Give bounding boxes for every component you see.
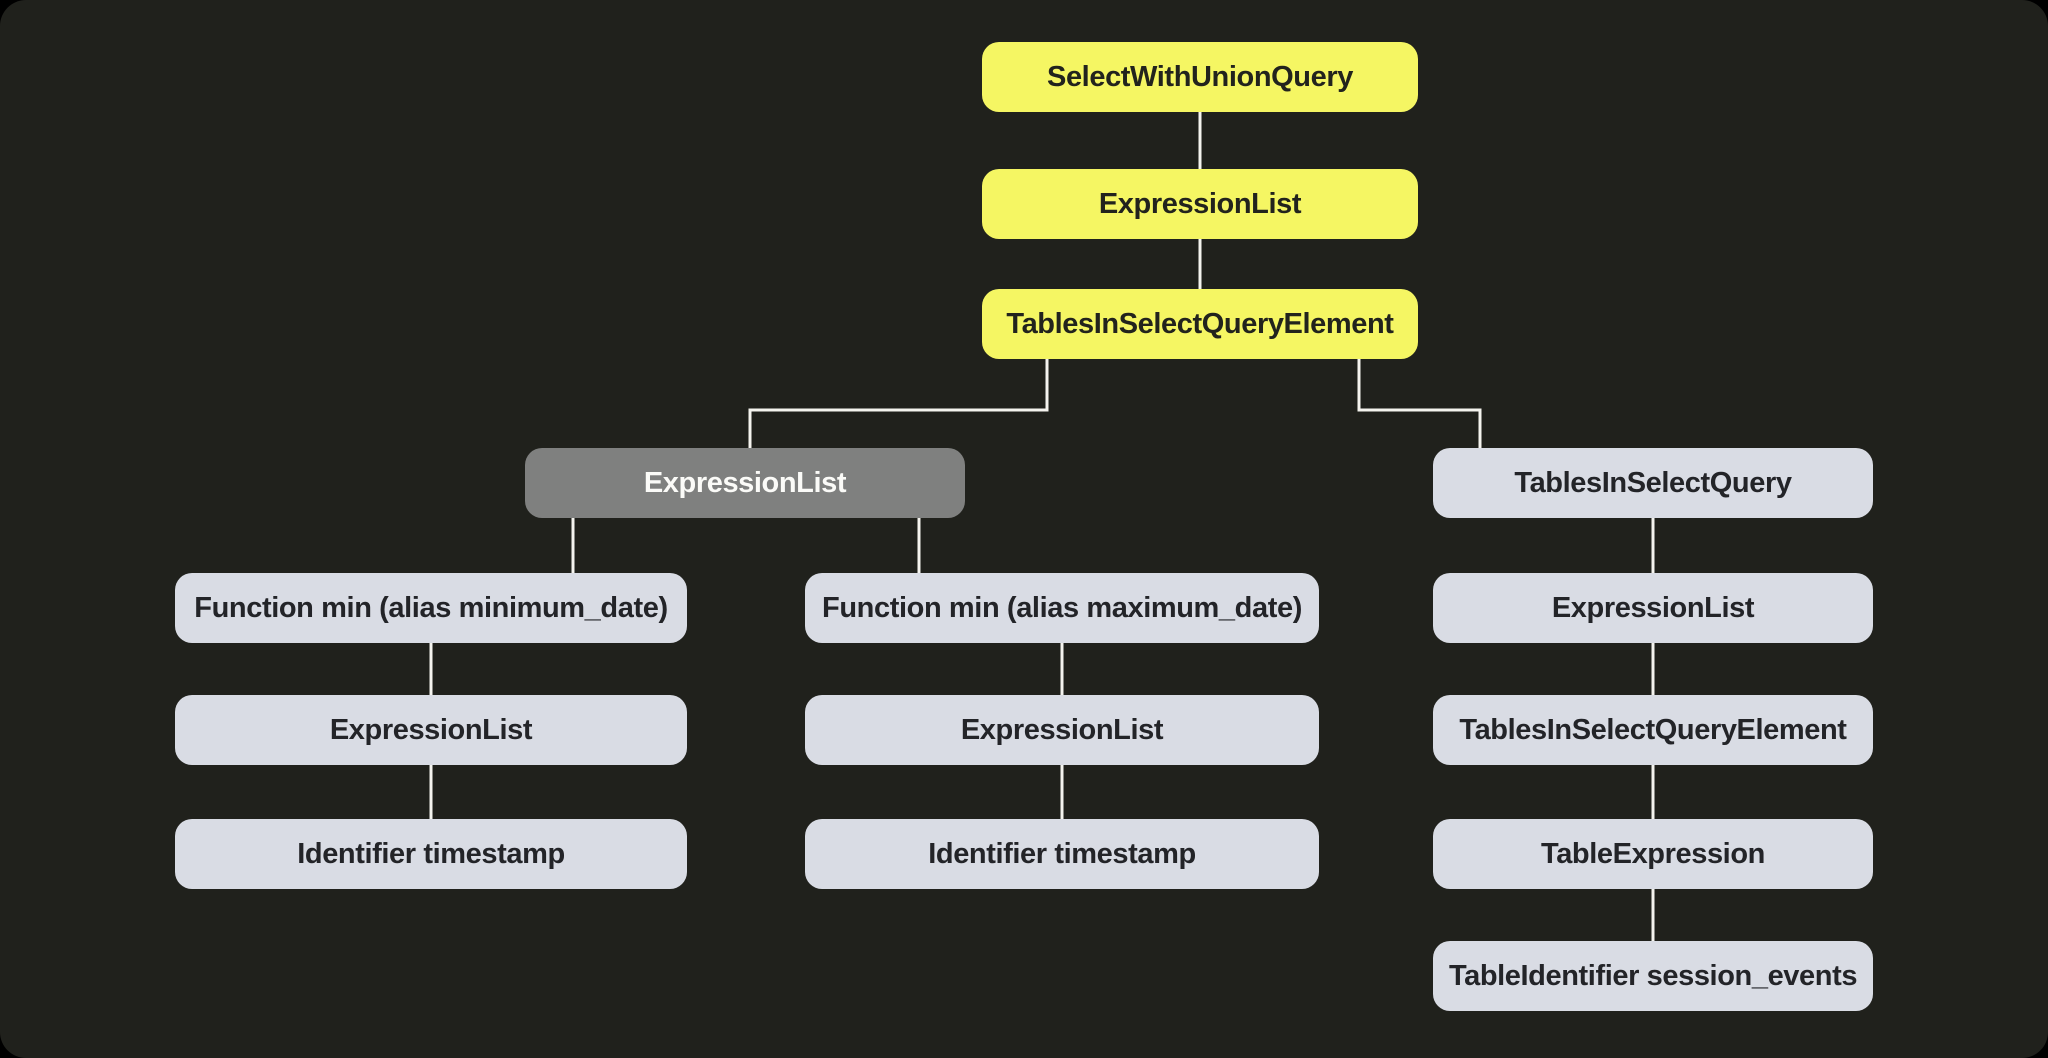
node-tables-in-select-query[interactable]: TablesInSelectQuery	[1433, 448, 1873, 518]
node-identifier-timestamp-left[interactable]: Identifier timestamp	[175, 819, 687, 889]
node-table-identifier-session-events[interactable]: TableIdentifier session_events	[1433, 941, 1873, 1011]
node-expression-list-right[interactable]: ExpressionList	[1433, 573, 1873, 643]
node-expression-list-root[interactable]: ExpressionList	[982, 169, 1418, 239]
node-identifier-timestamp-mid[interactable]: Identifier timestamp	[805, 819, 1319, 889]
tree-edge	[1357, 359, 1482, 448]
node-tables-in-select-query-element-right[interactable]: TablesInSelectQueryElement	[1433, 695, 1873, 765]
node-function-min-maximum-date[interactable]: Function min (alias maximum_date)	[805, 573, 1319, 643]
node-expression-list-left[interactable]: ExpressionList	[175, 695, 687, 765]
node-function-min-minimum-date[interactable]: Function min (alias minimum_date)	[175, 573, 687, 643]
node-expression-list-selected[interactable]: ExpressionList	[525, 448, 965, 518]
node-tables-in-select-query-element[interactable]: TablesInSelectQueryElement	[982, 289, 1418, 359]
node-select-with-union-query[interactable]: SelectWithUnionQuery	[982, 42, 1418, 112]
node-table-expression[interactable]: TableExpression	[1433, 819, 1873, 889]
tree-edge	[748, 359, 1049, 448]
node-expression-list-mid[interactable]: ExpressionList	[805, 695, 1319, 765]
